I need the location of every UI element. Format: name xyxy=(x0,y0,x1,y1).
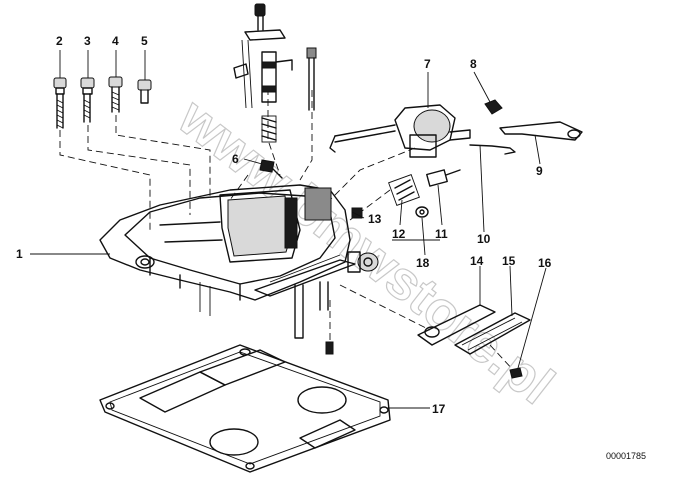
callout-8: 8 xyxy=(470,57,477,71)
plate-15 xyxy=(454,312,531,355)
top-valve-assembly xyxy=(233,3,293,143)
callout-15: 15 xyxy=(502,254,516,268)
lever-9 xyxy=(499,121,583,141)
callout-16: 16 xyxy=(538,256,552,270)
callout-11: 11 xyxy=(435,227,448,241)
spring xyxy=(261,115,277,143)
gasket-14 xyxy=(417,304,496,346)
callout-labels: 1 2 3 4 5 6 7 8 9 10 11 12 13 14 15 16 1… xyxy=(16,34,552,416)
callout-9: 9 xyxy=(536,164,543,178)
bolt-2 xyxy=(53,77,67,129)
nut-8 xyxy=(484,99,503,115)
callout-17: 17 xyxy=(432,402,446,416)
spring-clip-10 xyxy=(469,144,516,155)
callout-3: 3 xyxy=(84,34,91,48)
needle-pin xyxy=(306,47,317,111)
diaphragm-unit xyxy=(329,104,471,158)
carburetor-body xyxy=(99,184,379,355)
callout-13: 13 xyxy=(368,212,382,226)
callout-10: 10 xyxy=(477,232,491,246)
screw-6 xyxy=(259,159,283,179)
callout-6: 6 xyxy=(232,152,239,166)
callout-14: 14 xyxy=(470,254,484,268)
reference-number: 00001785 xyxy=(606,451,646,461)
callout-7: 7 xyxy=(424,57,431,71)
connector-11 xyxy=(426,169,461,187)
screw-16 xyxy=(509,367,523,379)
callout-12: 12 xyxy=(392,227,406,241)
callout-4: 4 xyxy=(112,34,119,48)
nut-13 xyxy=(351,207,363,219)
bolt-4 xyxy=(108,76,123,113)
bolt-3 xyxy=(80,77,95,123)
leader-lines xyxy=(30,50,547,409)
callout-1: 1 xyxy=(16,247,23,261)
callout-5: 5 xyxy=(141,34,148,48)
callout-18: 18 xyxy=(416,256,430,270)
spring-12 xyxy=(388,174,420,206)
washer-18 xyxy=(415,206,429,218)
bolt-5 xyxy=(137,79,152,104)
base-gasket xyxy=(99,344,391,473)
callout-2: 2 xyxy=(56,34,63,48)
